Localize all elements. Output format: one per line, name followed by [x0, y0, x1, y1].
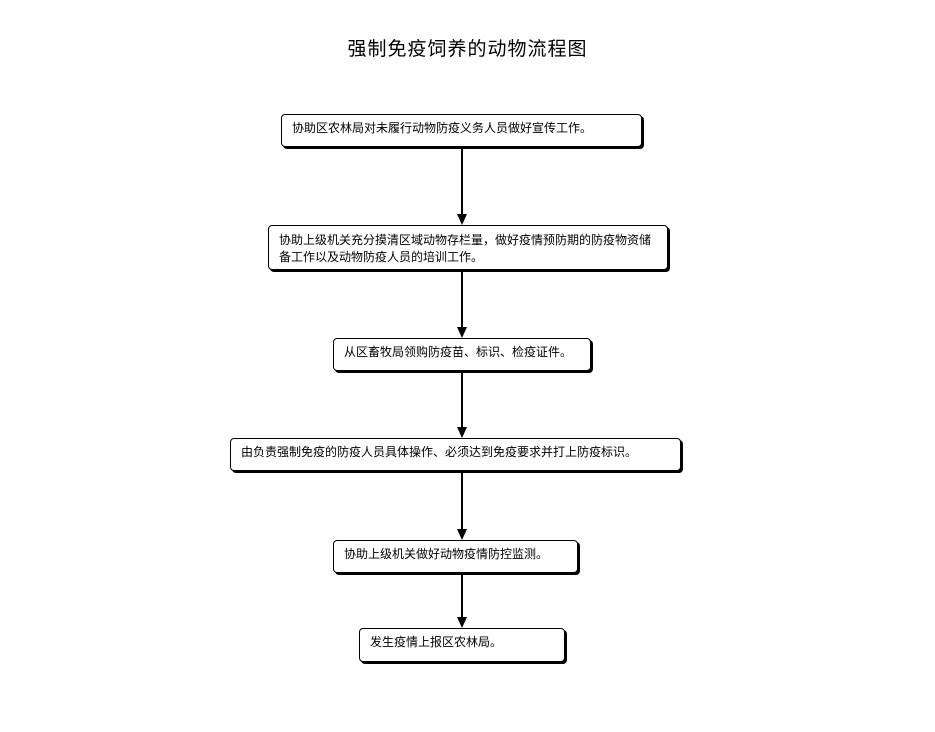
connector-4 — [461, 472, 463, 532]
step-text-5: 协助上级机关做好动物疫情防控监测。 — [344, 547, 549, 561]
connector-5 — [461, 574, 463, 620]
step-text-1: 协助区农林局对未履行动物防疫义务人员做好宣传工作。 — [292, 121, 593, 135]
step-box-5: 协助上级机关做好动物疫情防控监测。 — [333, 540, 578, 573]
connector-1 — [461, 148, 463, 216]
arrowhead-3 — [457, 427, 467, 438]
connector-2 — [461, 271, 463, 330]
arrowhead-5 — [457, 617, 467, 628]
step-text-4: 由负责强制免疫的防疫人员具体操作、必须达到免疫要求并打上防疫标识。 — [241, 445, 638, 459]
arrowhead-4 — [457, 529, 467, 540]
connector-3 — [461, 372, 463, 430]
step-box-4: 由负责强制免疫的防疫人员具体操作、必须达到免疫要求并打上防疫标识。 — [230, 438, 681, 471]
step-box-1: 协助区农林局对未履行动物防疫义务人员做好宣传工作。 — [281, 114, 642, 147]
arrowhead-1 — [457, 214, 467, 225]
step-text-2: 协助上级机关充分摸清区域动物存栏量，做好疫情预防期的防疫物资储备工作以及动物防疫… — [279, 233, 652, 264]
step-box-6: 发生疫情上报区农林局。 — [359, 628, 565, 662]
diagram-title: 强制免疫饲养的动物流程图 — [347, 38, 588, 60]
step-text-3: 从区畜牧局领购防疫苗、标识、检疫证件。 — [344, 345, 573, 359]
arrowhead-2 — [457, 327, 467, 338]
step-box-2: 协助上级机关充分摸清区域动物存栏量，做好疫情预防期的防疫物资储备工作以及动物防疫… — [268, 225, 668, 270]
step-box-3: 从区畜牧局领购防疫苗、标识、检疫证件。 — [333, 338, 591, 371]
step-text-6: 发生疫情上报区农林局。 — [370, 635, 503, 649]
